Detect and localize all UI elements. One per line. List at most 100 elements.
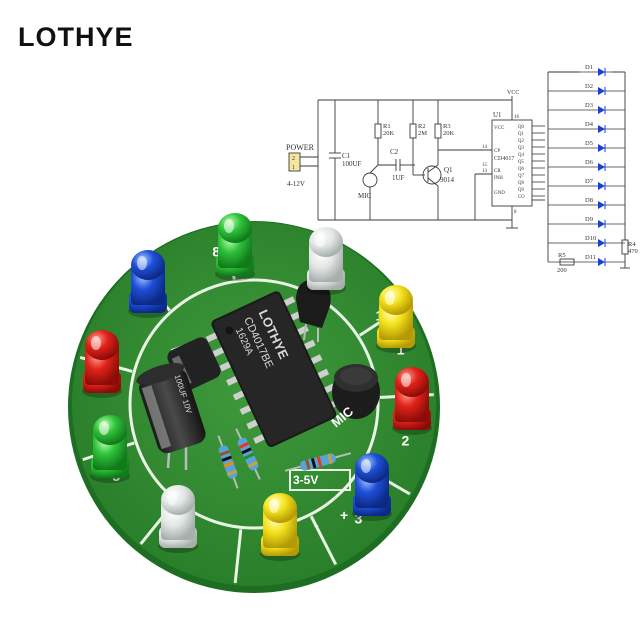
led-label: D6 [585,159,594,166]
u1-name: U1 [493,111,502,119]
c1-value: 100UF [342,160,362,168]
led-dome [85,330,119,360]
led [215,213,255,281]
led [352,453,392,521]
r4-name: R4 [628,241,636,248]
ring-divider [233,529,243,584]
led-diode-symbol [598,220,605,228]
led-dome [131,250,165,280]
led-diode-symbol [598,87,605,95]
led-diode-symbol [598,239,605,247]
pin-num-15: 15 [482,163,488,168]
r3-value: 20K [443,130,455,137]
ic-right-pin-label: Q6 [518,167,524,172]
led-highlight [137,256,147,270]
led-diode-symbol [598,163,605,171]
r2-value: 2M [418,130,427,137]
led-dome [93,415,127,445]
ic-pin-inh: INH [494,176,503,181]
led-label: D8 [585,197,593,204]
brand-logo: LOTHYE [18,22,134,52]
pin-1-label: 1 [292,165,295,171]
electrolytic-capacitor: 100UF 10V [136,363,206,470]
led-highlight [99,421,109,435]
r5-value: 200 [557,267,567,274]
pin-num-13: 13 [482,169,488,174]
inner-ring [128,278,380,530]
voltage-range-label: 4-12V [287,180,305,188]
led-label: D5 [585,140,593,147]
led [376,285,416,353]
ic-right-pin-label: Q2 [518,139,524,144]
led [158,485,198,553]
led-dome [379,285,413,315]
led-dome [263,493,297,523]
led-dome [309,227,343,257]
led-label: D9 [585,216,593,223]
led [90,415,130,483]
ring-number: 2 [401,432,409,448]
ic-right-pin-label: Q0 [518,125,524,130]
ic-right-pin-label: Q9 [518,188,524,193]
c1-name: C1 [342,152,351,160]
led-highlight [315,233,325,247]
r4-value: 470 [628,248,638,255]
r3-name: R3 [443,123,451,130]
microphone [332,364,380,419]
resistor-group [217,428,352,489]
led-dome [218,213,252,243]
led-highlight [401,373,411,387]
r1-value: 20K [383,130,395,137]
led-highlight [269,499,279,513]
led-highlight [91,336,101,350]
power-label: POWER [286,143,315,152]
pin-num-16: 16 [514,115,520,120]
led [260,493,300,561]
led-diode-symbol [598,68,605,76]
led-highlight [385,291,395,305]
pin-num-8: 8 [514,210,517,215]
ic-pin-gnd: GND [494,191,505,196]
voltage-silkscreen: 3-5V [293,473,318,487]
r5-name: R5 [558,252,566,259]
r2-name: R2 [418,123,426,130]
led-label: D3 [585,102,593,109]
r1-name: R1 [383,123,391,130]
led-diode-symbol [598,201,605,209]
led-dome [161,485,195,515]
led-dome [395,367,429,397]
led-label: D1 [585,64,593,71]
led-diode-symbol [598,125,605,133]
minus-silkscreen: - [314,517,319,533]
ring-number: 3 [354,511,362,527]
vcc-label: VCC [507,90,519,96]
ic-right-pin-label: CO [518,195,525,200]
led [128,250,168,318]
ring-number: 1 [397,341,405,357]
ic-right-pin-label: Q5 [518,160,524,165]
c2-name: C2 [390,148,399,156]
ic-pin-vcc: VCC [494,126,505,131]
power-connector [288,152,301,172]
pin-2-label: 2 [292,156,295,162]
ic-right-pin-label: Q8 [518,181,524,186]
ring-number: 8 [212,243,220,259]
mic-label: MIC [358,192,372,200]
led-diode-symbol [598,182,605,190]
c2-value: 1UF [392,174,405,182]
transistor [296,279,331,342]
led-diode-symbol [598,106,605,114]
led-label: D11 [585,254,596,261]
led [82,330,122,398]
q1-value: 9014 [440,176,455,184]
led-label: D10 [585,235,596,242]
led-label: D4 [585,121,594,128]
q1-name: Q1 [444,166,453,174]
led [306,227,346,295]
led-highlight [167,491,177,505]
led-highlight [361,459,371,473]
plus-silkscreen: + [340,507,348,523]
led-highlight [224,219,234,233]
